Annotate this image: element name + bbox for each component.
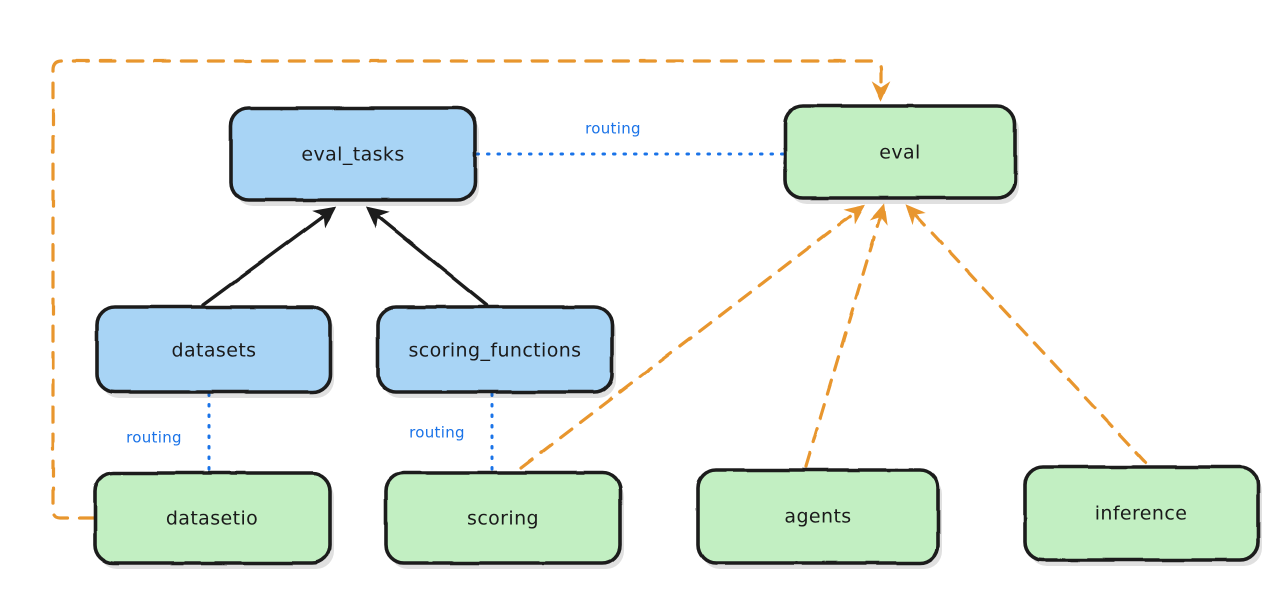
node-eval-tasks[interactable]: eval_tasks bbox=[229, 106, 479, 206]
node-inference[interactable]: inference bbox=[1023, 465, 1262, 566]
node-agents-label: agents bbox=[784, 506, 851, 528]
node-agents[interactable]: agents bbox=[696, 468, 942, 569]
node-scoring-label: scoring bbox=[467, 508, 539, 530]
node-datasets-label: datasets bbox=[172, 340, 257, 362]
node-datasetio-label: datasetio bbox=[166, 508, 258, 530]
node-eval-tasks-label: eval_tasks bbox=[301, 144, 404, 166]
node-eval[interactable]: eval bbox=[783, 104, 1019, 204]
edge-scoring-eval bbox=[519, 204, 865, 470]
edge-label-routing-datasetio: routing bbox=[126, 429, 182, 447]
edge-label-routing-eval: routing bbox=[585, 120, 641, 138]
edge-layer bbox=[51, 59, 1148, 520]
node-eval-label: eval bbox=[879, 142, 920, 164]
edge-datasets-evaltasks bbox=[201, 206, 337, 307]
edge-agents-eval bbox=[804, 203, 888, 468]
node-scoring[interactable]: scoring bbox=[384, 471, 624, 569]
node-scoring-functions-label: scoring_functions bbox=[409, 340, 582, 362]
node-inference-label: inference bbox=[1095, 503, 1188, 525]
node-datasetio[interactable]: datasetio bbox=[93, 471, 334, 569]
edge-scoringfunctions-evaltasks bbox=[365, 206, 489, 307]
node-layer: eval_tasks eval datasets scoring_functio… bbox=[93, 104, 1262, 569]
node-datasets[interactable]: datasets bbox=[95, 305, 334, 398]
edge-label-layer: routing routing routing bbox=[126, 120, 641, 447]
edge-label-routing-scoring: routing bbox=[409, 424, 465, 442]
edge-datasetio-eval bbox=[51, 59, 891, 520]
node-scoring-functions[interactable]: scoring_functions bbox=[376, 305, 616, 398]
edge-inference-eval bbox=[905, 204, 1148, 465]
